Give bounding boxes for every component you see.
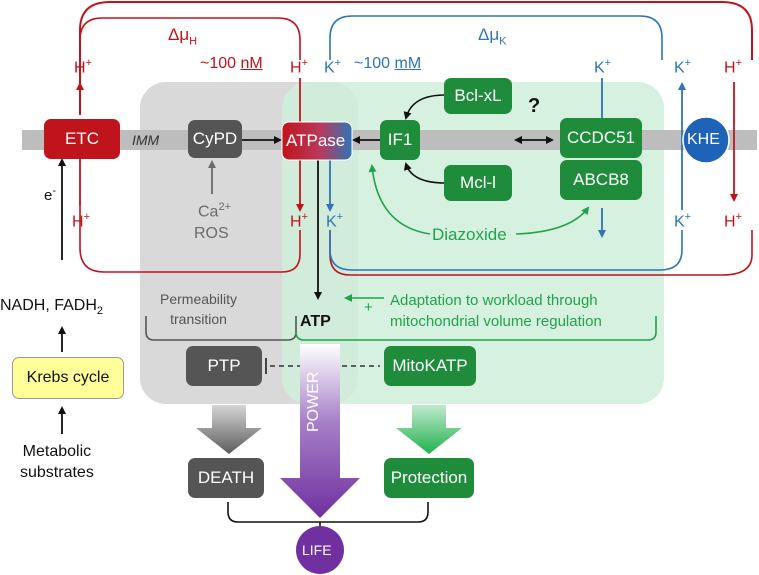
power-label: POWER [305, 371, 322, 432]
potassium-concentration: ~100 mM [354, 55, 422, 72]
diazoxide-label: Diazoxide [432, 225, 507, 244]
proton-concentration: ~100 nM [200, 55, 263, 72]
krebs-cycle-box: Krebs cycle [12, 357, 124, 399]
delta-mu-k-label: ΔμK [478, 25, 507, 48]
diazoxide-to-abcb8-arrow [515, 206, 590, 235]
proton-circuit-inner [79, 202, 301, 273]
khe-shape [682, 116, 730, 164]
life-shape [296, 526, 344, 574]
h-plus-atpase-top: H+ [290, 57, 308, 77]
proton-circuit-outer [79, 1, 753, 115]
mcl1-box: Mcl-l [444, 165, 512, 201]
cypd-box: CyPD [188, 120, 242, 158]
etc-box: ETC [44, 119, 120, 159]
diazoxide-to-if1-arrow [368, 164, 431, 235]
unknown-question-mark: ? [528, 95, 541, 117]
h-plus-etc-top: H+ [74, 57, 92, 77]
adaptation-bracket [295, 316, 657, 341]
life-label: LIFE [302, 542, 332, 558]
atp-label: ATP [300, 313, 331, 330]
mitokatp-box: MitoKATP [384, 346, 476, 386]
if1-box: IF1 [380, 120, 420, 160]
death-box: DEATH [188, 458, 264, 498]
imm-label: IMM [132, 132, 160, 148]
protection-arrow [396, 405, 462, 454]
electron-label: e- [44, 185, 57, 204]
abcb8-box: ABCB8 [560, 160, 642, 200]
ptp-box: PTP [186, 346, 262, 386]
k-plus-ccdc-top: K+ [594, 57, 612, 77]
h-plus-atpase-bottom: H+ [290, 211, 308, 231]
proton-top-bracket [79, 17, 301, 60]
atpase-label: ATPase [286, 131, 346, 150]
k-plus-right-bottom: K+ [674, 211, 692, 231]
calcium-label: Ca2+ [198, 201, 231, 221]
k-plus-atpase-bottom: K+ [326, 211, 344, 231]
h-plus-khe-top: H+ [724, 57, 742, 77]
protection-box: Protection [384, 458, 474, 498]
potassium-circuit-bottom [329, 230, 683, 271]
power-arrow [280, 344, 360, 518]
ccdc51-box: CCDC51 [560, 118, 642, 158]
mcl1-to-if1-arrow [403, 162, 446, 184]
h-plus-khe-bottom: H+ [724, 211, 742, 231]
k-plus-right-top: K+ [674, 57, 692, 77]
potassium-circuit-top [329, 15, 663, 60]
delta-mu-h-label: ΔμH [168, 25, 198, 48]
bclxl-to-if1-arrow [403, 94, 446, 120]
permeability-bracket [145, 316, 297, 341]
death-arrow [196, 405, 262, 454]
bclxl-box: Bcl-xL [444, 78, 512, 114]
life-bracket [227, 502, 429, 523]
proton-bottom-right [329, 230, 753, 276]
atpase-shape [281, 121, 353, 161]
adaptation-plus: + [364, 299, 373, 316]
nadh-label: NADH, FADH2 [0, 297, 104, 318]
k-plus-atpase-top: K+ [324, 57, 342, 77]
h-plus-etc-bottom: H+ [72, 211, 90, 231]
ros-label: ROS [194, 225, 229, 242]
khe-label: KHE [687, 131, 720, 148]
